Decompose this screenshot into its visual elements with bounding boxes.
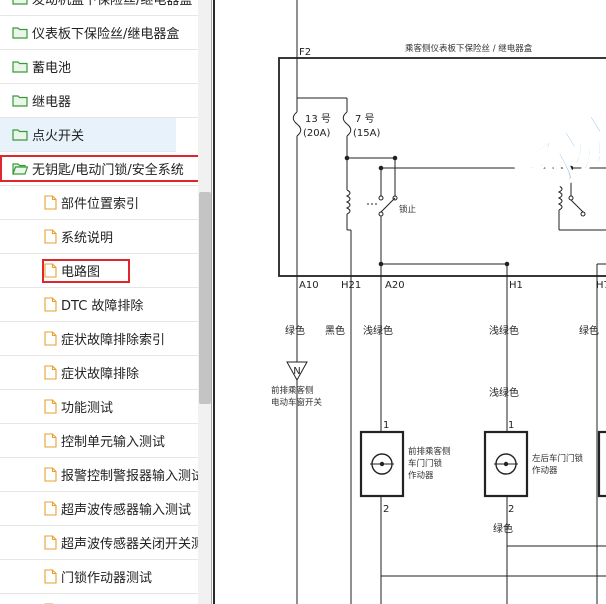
folder-icon [12,27,28,39]
tree-doc-partial[interactable] [0,594,200,604]
act2-pin-2: 2 [508,504,514,515]
tree-doc-alarm-siren-input-test[interactable]: 报警控制警报器输入测试 [0,458,200,492]
act1-pin-1: 1 [383,420,389,431]
wire-color-h1-lower: 浅绿色 [489,386,519,399]
document-icon [44,535,57,550]
circuit-diagram-pane: N F2 乘客侧仪表板下保险丝 / 继电器盒 13 号 (20A) 7 号 [213,0,606,604]
document-icon [44,297,57,312]
document-icon [44,569,57,584]
folder-icon [12,61,28,73]
act2-bottom-wire-color: 绿色 [493,522,513,535]
lock-label: 锁止 [399,204,417,215]
tree-doc-circuit-diagram[interactable]: 电路图 [0,254,200,288]
tree-doc-label: 超声波传感器输入测试 [61,503,192,518]
tree-folder-dash-fuse-box[interactable]: 仪表板下保险丝/继电器盒 [0,16,200,50]
sidebar-scrollbar-thumb[interactable] [199,192,211,404]
act1-pin-2: 2 [383,504,389,515]
ground-letter: N [293,366,300,377]
document-icon [44,467,57,482]
document-icon [44,195,57,210]
document-icon [44,365,57,380]
tree-folder-ignition-switch[interactable]: 点火开关 [0,118,176,152]
act1-label-2: 车门门锁 [408,458,443,469]
left-rear-lock-actuator [483,430,529,498]
navigation-tree: 发动机盖下保险丝/继电器盒 仪表板下保险丝/继电器盒 蓄电池 继电器 点火开关 … [0,0,212,604]
document-icon [44,331,57,346]
wire-color-a20: 浅绿色 [363,324,393,337]
act2-label-1: 左后车门门锁 [532,453,584,464]
pin-a20: A20 [385,280,405,291]
window-switch-label-2: 电动车窗开关 [271,397,323,408]
tree-folder-label: 继电器 [32,95,72,110]
folder-open-icon [12,163,28,175]
tree-doc-label: 报警控制警报器输入测试 [61,469,200,484]
wire-color-h7: 绿色 [579,324,599,337]
wire-color-a10: 绿色 [285,324,305,337]
tree-folder-label: 仪表板下保险丝/继电器盒 [32,27,180,42]
tree-doc-symptom-index[interactable]: 症状故障排除索引 [0,322,200,356]
active-item-highlight-box [42,259,130,283]
tree-folder-battery[interactable]: 蓄电池 [0,50,200,84]
pin-h7: H7 [596,280,606,291]
tree-doc-door-lock-actuator-test[interactable]: 门锁作动器测试 [0,560,200,594]
tree-folder-label: 无钥匙/电动门锁/安全系统 [32,163,184,178]
wire-color-h1: 浅绿色 [489,324,519,337]
wire-color-h21: 黑色 [325,324,345,337]
pin-a10: A10 [299,280,319,291]
pin-h1: H1 [509,280,523,291]
document-icon [44,229,57,244]
fuse7-number: 7 号 [355,113,375,125]
tree-doc-ultrasonic-off-switch-test[interactable]: 超声波传感器关闭开关测试 [0,526,200,560]
tree-doc-label: DTC 故障排除 [61,299,144,314]
tree-doc-ultrasonic-input-test[interactable]: 超声波传感器输入测试 [0,492,200,526]
fuse13-number: 13 号 [305,113,331,125]
tree-doc-label: 功能测试 [61,401,114,416]
ground-symbol [286,361,308,382]
document-icon [44,263,57,278]
tree-doc-label: 系统说明 [61,231,114,246]
fuse13-amp: (20A) [303,128,330,139]
tree-doc-control-unit-input-test[interactable]: 控制单元输入测试 [0,424,200,458]
act1-label-3: 作动器 [408,470,434,481]
document-icon [44,433,57,448]
tree-doc-symptom-troubleshooting[interactable]: 症状故障排除 [0,356,200,390]
window-switch-label-1: 前排乘客侧 [271,385,314,396]
watermark: 畅易 [508,105,606,211]
fuse-box-title: 乘客侧仪表板下保险丝 / 继电器盒 [405,43,533,54]
folder-icon [12,95,28,107]
tree-doc-function-test[interactable]: 功能测试 [0,390,200,424]
tree-folder-label: 点火开关 [32,129,85,144]
tree-doc-label: 部件位置索引 [61,197,140,212]
tree-doc-component-index[interactable]: 部件位置索引 [0,186,200,220]
fuse7-amp: (15A) [353,128,380,139]
tree-folder-relay[interactable]: 继电器 [0,84,200,118]
selection-highlight-box [0,155,206,182]
front-passenger-lock-actuator [359,430,405,498]
document-icon [44,399,57,414]
document-icon [44,501,57,516]
act2-label-2: 作动器 [532,465,558,476]
tree-folder-engine-fuse-box[interactable]: 发动机盖下保险丝/继电器盒 [0,0,200,16]
tree-doc-dtc-troubleshooting[interactable]: DTC 故障排除 [0,288,200,322]
act1-label-1: 前排乘客侧 [408,446,451,457]
tree-doc-label: 电路图 [61,265,101,280]
tree-doc-label: 症状故障排除索引 [61,333,166,348]
tree-doc-label: 超声波传感器关闭开关测试 [61,537,200,552]
tree-doc-label: 门锁作动器测试 [61,571,153,586]
tree-folder-label: 蓄电池 [32,61,72,76]
tree-folder-keyless-system[interactable]: 无钥匙/电动门锁/安全系统 [0,152,200,186]
tree-doc-label: 症状故障排除 [61,367,140,382]
pin-h21: H21 [341,280,361,291]
tree-folder-label: 发动机盖下保险丝/继电器盒 [32,0,193,8]
circuit-diagram: N F2 乘客侧仪表板下保险丝 / 继电器盒 13 号 (20A) 7 号 [271,0,606,604]
folder-icon [12,129,28,141]
act2-pin-1: 1 [508,420,514,431]
tree-doc-label: 控制单元输入测试 [61,435,166,450]
tree-doc-system-description[interactable]: 系统说明 [0,220,200,254]
folder-icon [12,0,28,5]
connector-f2-label: F2 [299,47,311,58]
